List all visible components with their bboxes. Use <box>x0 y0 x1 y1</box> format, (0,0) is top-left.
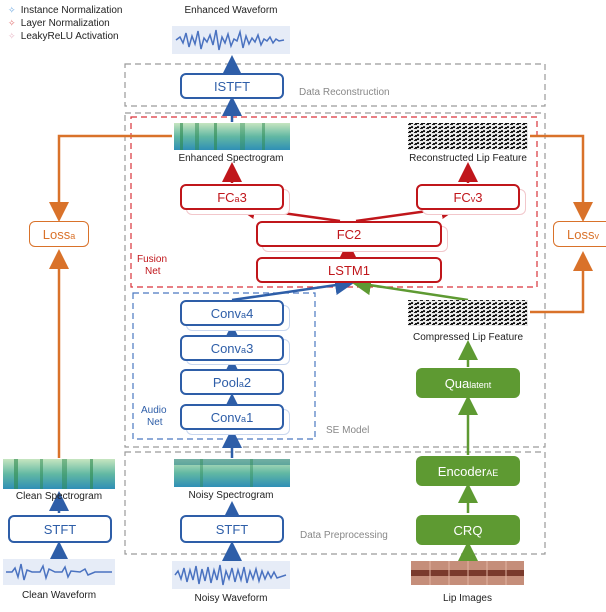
qua-latent-block: Qualatent <box>416 368 520 398</box>
clean-spectrogram-title: Clean Spectrogram <box>15 491 103 502</box>
noisy-spectrogram-image <box>174 459 290 487</box>
fusion-net-section <box>130 116 538 288</box>
loss-v-label: Lossv <box>567 226 599 242</box>
lip-images-image <box>411 561 524 585</box>
stft-clean-label: STFT <box>43 521 77 537</box>
lip-images-title: Lip Images <box>443 593 492 604</box>
legend-instance-norm: ✧ Instance Normalization <box>8 5 123 16</box>
conva1-block: Conva1 <box>180 404 284 430</box>
conva4-label: Conva4 <box>210 305 254 321</box>
diamond-icon: ✧ <box>8 31 16 41</box>
noisy-spectrogram-title: Noisy Spectrogram <box>188 490 274 501</box>
preprocessing-section <box>124 451 546 555</box>
fc2-block: FC2 <box>256 221 442 247</box>
preprocessing-label: Data Preprocessing <box>300 530 388 541</box>
loss-v-from-reconstructed <box>530 134 593 222</box>
noisy-waveform-image <box>172 561 290 589</box>
diamond-icon: ✧ <box>8 18 16 28</box>
se-model-label: SE Model <box>326 425 370 436</box>
enhanced-spectrogram-image <box>174 123 290 150</box>
noisy-waveform-title: Noisy Waveform <box>194 593 268 604</box>
lstm1-label: LSTM1 <box>328 262 370 278</box>
arrow-conva4-to-lstm1 <box>231 275 355 302</box>
se-model-section <box>124 112 546 448</box>
stft-noisy-label: STFT <box>215 521 249 537</box>
legend-leakyrelu: ✧ LeakyReLU Activation <box>8 31 119 42</box>
loss-v-from-compressed <box>530 251 593 314</box>
enhanced-waveform-title: Enhanced Waveform <box>184 5 278 16</box>
audio-net-section <box>132 292 316 440</box>
legend-label: Instance Normalization <box>20 5 123 16</box>
conva1-label: Conva1 <box>210 409 254 425</box>
fca3-block: FCa3 <box>180 184 284 210</box>
enhanced-spectrogram-title: Enhanced Spectrogram <box>178 153 284 164</box>
qua-latent-label: Qualatent <box>444 375 492 391</box>
reconstructed-lip-title: Reconstructed Lip Feature <box>409 153 527 164</box>
reconstruction-label: Data Reconstruction <box>299 87 390 98</box>
diamond-icon: ✧ <box>8 5 16 15</box>
reconstruction-section <box>124 63 546 107</box>
poola2-block: Poola2 <box>180 369 284 395</box>
poola2-label: Poola2 <box>212 374 252 390</box>
loss-a-from-enhanced <box>49 134 172 222</box>
loss-v-block: Lossv <box>553 221 606 247</box>
istft-block: ISTFT <box>180 73 284 99</box>
istft-label: ISTFT <box>213 78 251 94</box>
fca3-label: FCa3 <box>217 189 247 205</box>
conva3-label: Conva3 <box>210 340 254 356</box>
clean-spectrogram-image <box>3 459 115 489</box>
lstm1-block: LSTM1 <box>256 257 442 283</box>
conva4-block: Conva4 <box>180 300 284 326</box>
clean-waveform-image <box>3 559 115 585</box>
compressed-lip-title: Compressed Lip Feature <box>412 332 524 343</box>
crq-label: CRQ <box>453 522 483 538</box>
enhanced-waveform-image <box>172 26 290 54</box>
fcv3-block: FCv3 <box>416 184 520 210</box>
compressed-lip-feature-image <box>408 300 528 326</box>
fusion-net-label-2: Net <box>145 266 161 277</box>
loss-a-label: Lossa <box>42 226 76 242</box>
conva3-block: Conva3 <box>180 335 284 361</box>
legend-label: Layer Normalization <box>20 18 110 29</box>
audio-net-label-2: Net <box>147 417 163 428</box>
fusion-net-label-1: Fusion <box>137 254 168 265</box>
loss-a-block: Lossa <box>29 221 89 247</box>
audio-net-label-1: Audio <box>141 405 167 416</box>
legend-layer-norm: ✧ Layer Normalization <box>8 18 110 29</box>
fcv3-label: FCv3 <box>453 189 483 205</box>
stft-noisy-block: STFT <box>180 515 284 543</box>
clean-waveform-title: Clean Waveform <box>21 590 97 601</box>
encoder-ae-label: EncoderAE <box>437 463 499 479</box>
encoder-ae-block: EncoderAE <box>416 456 520 486</box>
reconstructed-lip-feature-image <box>408 123 528 150</box>
fc2-label: FC2 <box>336 226 362 242</box>
stft-clean-block: STFT <box>8 515 112 543</box>
crq-block: CRQ <box>416 515 520 545</box>
legend-label: LeakyReLU Activation <box>20 31 119 42</box>
arrow-compressed-to-lstm1 <box>351 275 469 302</box>
